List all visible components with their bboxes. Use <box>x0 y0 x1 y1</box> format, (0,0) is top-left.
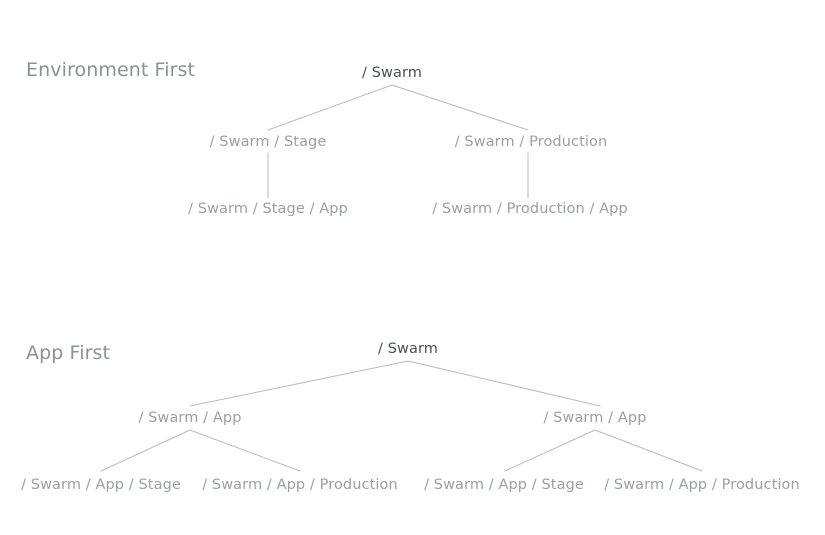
edge-app-root-to-right <box>407 360 601 407</box>
node-app-left-app[interactable]: / Swarm / App <box>138 410 242 426</box>
node-app-right-production[interactable]: / Swarm / App / Production <box>604 477 800 493</box>
node-app-right-stage[interactable]: / Swarm / App / Stage <box>424 477 584 493</box>
section-heading-environment-first: Environment First <box>26 59 196 81</box>
edge-app-right-to-stage <box>504 429 596 472</box>
node-env-root[interactable]: / Swarm <box>362 65 422 81</box>
node-app-left-production[interactable]: / Swarm / App / Production <box>202 477 398 493</box>
edge-env-root-to-stage <box>267 84 393 131</box>
node-env-production-app[interactable]: / Swarm / Production / App <box>432 201 628 217</box>
edge-app-root-to-left <box>189 360 409 407</box>
node-app-root[interactable]: / Swarm <box>378 341 438 357</box>
node-app-left-stage[interactable]: / Swarm / App / Stage <box>21 477 181 493</box>
node-env-stage-app[interactable]: / Swarm / Stage / App <box>188 201 348 217</box>
node-env-production[interactable]: / Swarm / Production <box>454 134 608 150</box>
edge-app-right-to-production <box>594 429 703 472</box>
section-heading-app-first: App First <box>26 342 111 364</box>
edge-app-left-to-stage <box>100 429 191 472</box>
edge-env-root-to-production <box>391 84 529 131</box>
node-env-stage[interactable]: / Swarm / Stage <box>209 134 327 150</box>
edge-app-left-to-production <box>189 429 301 472</box>
node-app-right-app[interactable]: / Swarm / App <box>543 410 647 426</box>
